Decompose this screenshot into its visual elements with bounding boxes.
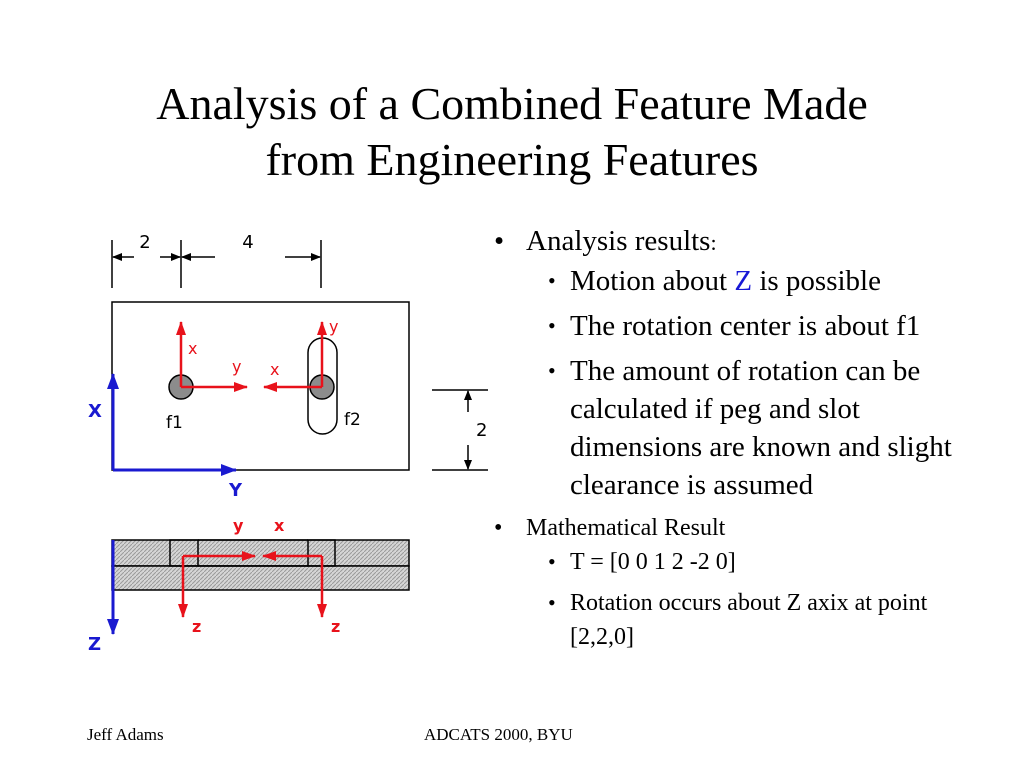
global-xy-axes: X Y xyxy=(88,373,243,501)
global-z-label: Z xyxy=(88,634,101,655)
analysis-bullets: Analysis results: Motion about Z is poss… xyxy=(494,222,964,661)
rotation-center-text: The rotation center is about f1 xyxy=(570,310,921,342)
bullet-analysis-results-colon: : xyxy=(710,230,717,255)
side-z-label-2: z xyxy=(331,617,340,636)
sub-bullet-motion: Motion about Z is possible xyxy=(526,262,964,300)
f1-x-label: x xyxy=(188,339,197,358)
rotation-amount-text: The amount of rotation can be calculated… xyxy=(570,355,952,501)
sub-bullet-rotation-axis: Rotation occurs about Z axix at point [2… xyxy=(526,586,964,654)
dim-right-label: 4 xyxy=(242,232,253,253)
transform-text: T = [0 0 1 2 -2 0] xyxy=(570,549,736,575)
top-dimensions: 2 4 xyxy=(111,232,322,288)
bullet-mathematical-result-label: Mathematical Result xyxy=(526,515,726,541)
sub-bullet-transform: T = [0 0 1 2 -2 0] xyxy=(526,545,964,579)
side-y-label: y xyxy=(233,516,244,535)
footer-author: Jeff Adams xyxy=(87,725,164,744)
side-view: y x z z Z xyxy=(88,516,410,655)
bullet-mathematical-result: Mathematical Result T = [0 0 1 2 -2 0] R… xyxy=(494,511,964,654)
f2-local-axes: y x f2 xyxy=(263,317,361,430)
rotation-axis-text: Rotation occurs about Z axix at point [2… xyxy=(570,590,928,650)
bullet-analysis-results: Analysis results: Motion about Z is poss… xyxy=(494,222,964,504)
f1-y-label: y xyxy=(232,357,241,376)
dim-left-label: 2 xyxy=(139,232,150,253)
title-line-1: Analysis of a Combined Feature Made xyxy=(156,78,868,129)
top-view-plate xyxy=(111,301,410,471)
side-z-label-1: z xyxy=(192,617,201,636)
feature-2-label: f2 xyxy=(344,410,361,430)
feature-1-label: f1 xyxy=(166,413,183,433)
bullet-analysis-results-label: Analysis results xyxy=(526,225,711,257)
global-x-label: X xyxy=(88,401,102,422)
f1-local-axes: x y f1 xyxy=(166,321,248,433)
motion-text-pre: Motion about xyxy=(570,265,735,297)
f2-x-label: x xyxy=(270,360,279,379)
motion-axis-accent: Z xyxy=(734,265,753,297)
motion-text-post: is possible xyxy=(752,265,881,297)
height-dimension: 2 xyxy=(432,389,488,471)
title-line-2: from Engineering Features xyxy=(265,134,759,185)
slide-title: Analysis of a Combined Feature Made from… xyxy=(0,76,1024,188)
global-y-label: Y xyxy=(228,480,243,501)
side-x-label: x xyxy=(274,516,285,535)
sub-bullet-rotation-center: The rotation center is about f1 xyxy=(526,307,964,345)
f2-y-label: y xyxy=(329,317,338,336)
dim-height-label: 2 xyxy=(476,420,487,441)
sub-bullet-rotation-amount: The amount of rotation can be calculated… xyxy=(526,352,964,504)
footer-event: ADCATS 2000, BYU xyxy=(424,725,573,744)
